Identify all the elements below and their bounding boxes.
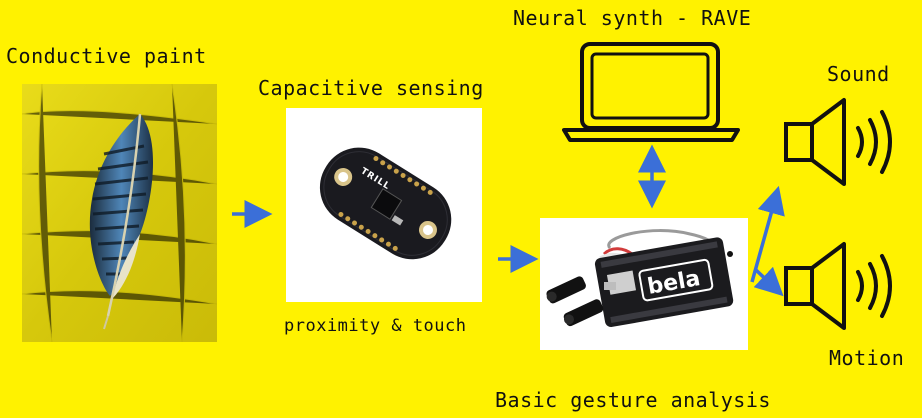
laptop-icon [562, 40, 740, 144]
label-conductive-paint: Conductive paint [6, 44, 207, 68]
speaker-motion-icon [784, 238, 912, 334]
label-capacitive-sensing: Capacitive sensing [258, 76, 484, 100]
arrow-bela-to-sound [750, 185, 785, 283]
arrow-bela-to-motion [753, 266, 784, 297]
speaker-sound-icon [784, 94, 912, 190]
trill-board-image: TRILL [286, 108, 482, 302]
label-sound: Sound [827, 62, 890, 86]
label-motion: Motion [829, 346, 905, 370]
feather-image [22, 84, 217, 342]
bela-board-image: bela [540, 218, 748, 350]
label-gesture-analysis: Basic gesture analysis [495, 388, 771, 412]
label-neural-synth: Neural synth - RAVE [513, 6, 752, 30]
label-proximity-touch: proximity & touch [284, 316, 467, 336]
